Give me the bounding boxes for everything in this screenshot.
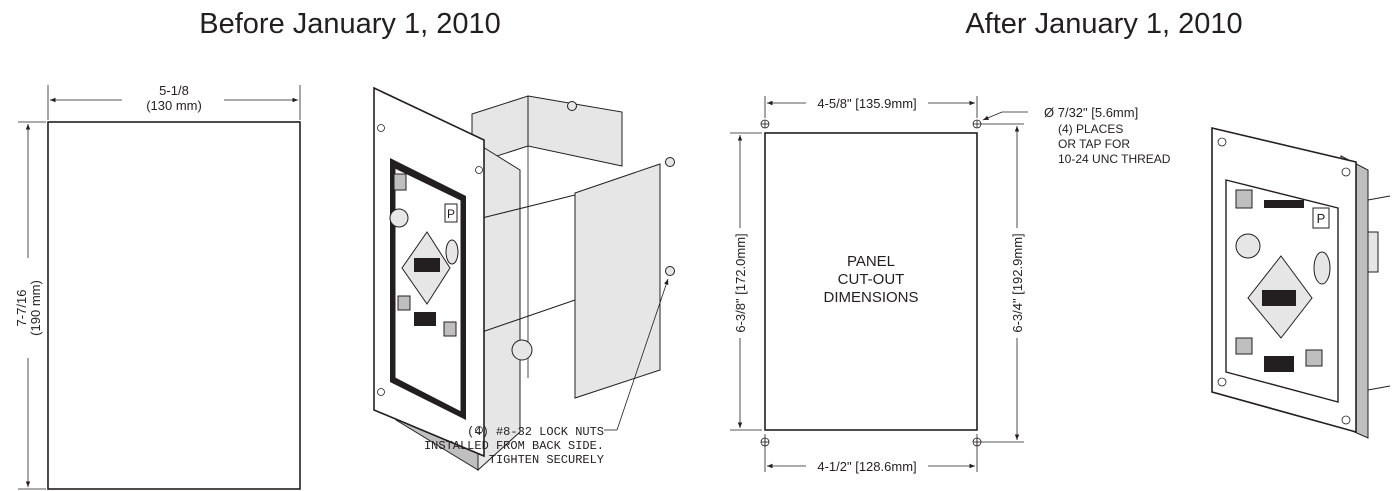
after-cutout-rect xyxy=(764,132,978,431)
before-warning-plate xyxy=(414,312,436,326)
before-p-key xyxy=(444,203,458,223)
after-logo xyxy=(1262,290,1296,306)
before-aux2-key xyxy=(443,321,457,337)
after-p-key-label: P xyxy=(1317,211,1326,226)
center-label-line2: CUT-OUT xyxy=(838,271,905,288)
before-height-metric: (190 mm) xyxy=(28,280,43,336)
before-cutout-drawing: 5-1/8 (130 mm) 7-7/16 (190 mm) xyxy=(14,83,301,490)
before-steering-icon xyxy=(389,208,409,228)
after-shield-icon xyxy=(1235,189,1253,209)
center-label-line3: DIMENSIONS xyxy=(823,289,918,306)
before-cutout-rect xyxy=(47,121,301,490)
before-height-label: 7-7/16 xyxy=(14,290,29,327)
after-bottom-dim: 4-1/2" [128.6mm] xyxy=(817,459,916,474)
after-status-bar xyxy=(1264,200,1304,208)
lock-nut-2 xyxy=(665,157,675,167)
heading-before: Before January 1, 2010 xyxy=(199,8,500,40)
before-logo xyxy=(414,258,440,272)
hole-callout-line1: Ø 7/32" [5.6mm] xyxy=(1044,105,1138,120)
before-shield-icon xyxy=(393,173,407,191)
before-p-key-label: P xyxy=(447,207,455,221)
after-top-dim: 4-5/8" [135.9mm] xyxy=(817,96,916,111)
before-width-metric: (130 mm) xyxy=(146,98,202,113)
before-bulb-icon xyxy=(445,239,459,265)
nut-note-line3: TIGHTEN SECURELY xyxy=(489,453,604,467)
heading-after: After January 1, 2010 xyxy=(965,8,1242,40)
hole-callout-line3: OR TAP FOR xyxy=(1058,137,1130,151)
after-right-dim: 6-3/4" [192.9mm] xyxy=(1010,233,1025,332)
after-steering-icon xyxy=(1235,233,1261,259)
after-warning-plate xyxy=(1264,356,1294,372)
nut-note-line2: INSTALLED FROM BACK SIDE. xyxy=(424,439,604,453)
after-bulb-icon xyxy=(1313,251,1331,285)
after-p-key xyxy=(1312,207,1330,229)
lock-nut-3 xyxy=(665,266,675,276)
after-aux1-key xyxy=(1235,337,1253,355)
nut-note-line1: (4) #8-32 LOCK NUTS xyxy=(467,425,604,439)
before-width-label: 5-1/8 xyxy=(159,83,189,98)
after-cutout-drawing: 4-5/8" [135.9mm] 4-1/2" [128.6mm] 6-3/8"… xyxy=(730,96,1171,474)
after-panel-view: P xyxy=(1211,126,1391,439)
after-left-dim: 6-3/8" [172.0mm] xyxy=(733,233,748,332)
before-aux1-key xyxy=(397,295,411,311)
hole-callout-line4: 10-24 UNC THREAD xyxy=(1058,152,1171,166)
before-exploded-view: P (4) #8-32 LOCK NUTS INSTALLED FROM BAC… xyxy=(373,86,675,472)
after-aux2-key xyxy=(1305,349,1323,367)
hole-callout-line2: (4) PLACES xyxy=(1058,122,1123,136)
lock-nut-1 xyxy=(567,101,577,111)
center-label-line1: PANEL xyxy=(847,253,895,270)
mounting-bracket xyxy=(574,163,661,399)
